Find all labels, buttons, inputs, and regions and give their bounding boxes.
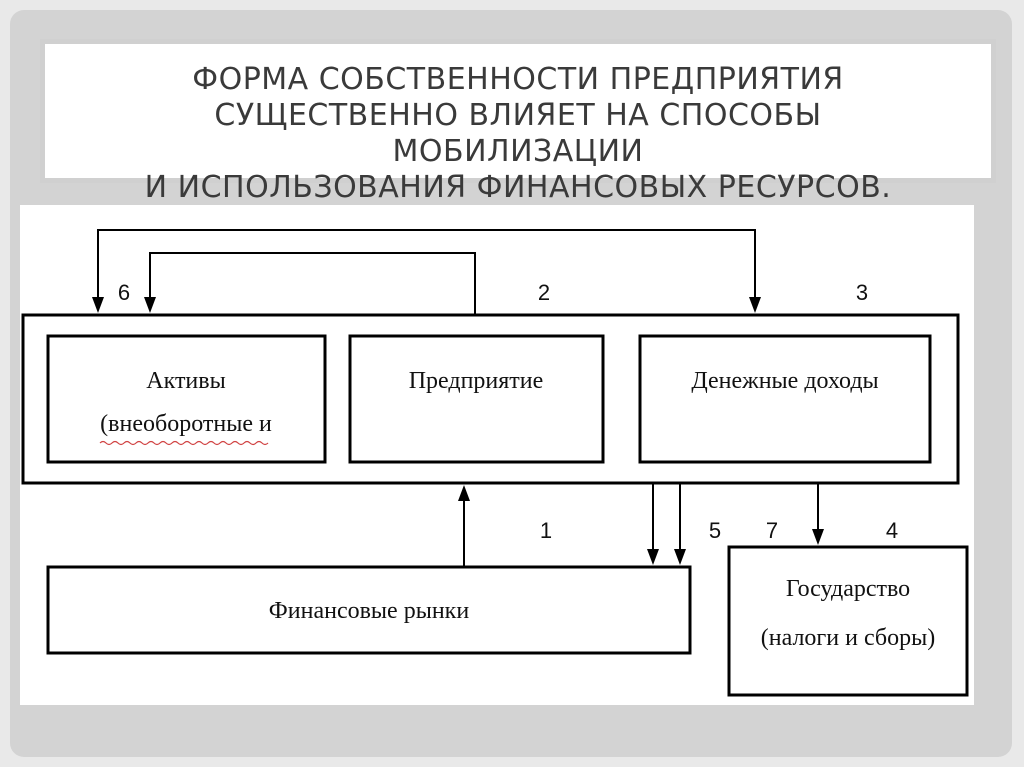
label-assets-line2: (внеоборотные и: [100, 411, 272, 437]
label-enterprise: Предприятие: [409, 368, 544, 394]
diagram-area: Активы (внеоборотные и Предприятие Денеж…: [20, 205, 974, 705]
flow-number-4: 4: [886, 518, 898, 543]
label-income: Денежные доходы: [691, 368, 878, 394]
flow-line-6-outer: [97, 229, 756, 303]
arrowhead-3: [749, 297, 761, 313]
flow-number-5: 5: [709, 518, 721, 543]
flow-number-6: 6: [118, 280, 130, 305]
label-state-line1: Государство: [786, 576, 910, 602]
spellcheck-underline: [99, 440, 269, 446]
node-state: [727, 545, 969, 697]
title-line-1: ФОРМА СОБСТВЕННОСТИ ПРЕДПРИЯТИЯ: [192, 62, 844, 97]
arrowhead-5b: [674, 549, 686, 565]
node-income: [638, 334, 932, 464]
label-assets-line1: Активы: [146, 368, 225, 394]
flow-number-1: 1: [540, 518, 552, 543]
flow-number-7: 7: [766, 518, 778, 543]
flow-diagram: Активы (внеоборотные и Предприятие Денеж…: [21, 229, 969, 697]
label-state-line2: (налоги и сборы): [761, 625, 935, 651]
title-box: ФОРМА СОБСТВЕННОСТИ ПРЕДПРИЯТИЯ СУЩЕСТВЕ…: [40, 39, 996, 205]
title-line-2: СУЩЕСТВЕННО ВЛИЯЕТ НА СПОСОБЫ МОБИЛИЗАЦИ…: [214, 98, 822, 169]
flow-number-3: 3: [856, 280, 868, 305]
arrowhead-7: [812, 529, 824, 545]
arrowhead-5a: [647, 549, 659, 565]
arrowhead-6-inner: [144, 297, 156, 313]
node-markets: [46, 565, 692, 655]
arrowhead-1: [458, 485, 470, 501]
node-assets: [46, 334, 327, 464]
label-markets: Финансовые рынки: [269, 598, 470, 624]
slide-title: ФОРМА СОБСТВЕННОСТИ ПРЕДПРИЯТИЯ СУЩЕСТВЕ…: [45, 62, 991, 206]
title-line-3: И ИСПОЛЬЗОВАНИЯ ФИНАНСОВЫХ РЕСУРСОВ.: [144, 170, 892, 205]
node-enterprise: [348, 334, 605, 464]
flow-line-6-inner: [149, 252, 476, 315]
flow-number-2: 2: [538, 280, 550, 305]
arrowhead-6-outer: [92, 297, 104, 313]
